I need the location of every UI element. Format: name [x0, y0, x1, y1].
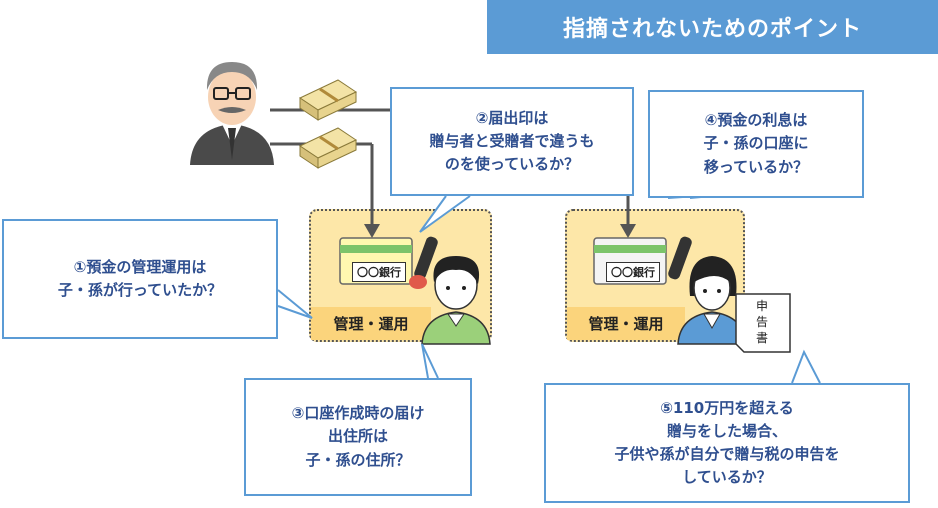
- grandfather-icon: [190, 62, 274, 165]
- callout-registered-seal: ②届出印は 贈与者と受贈者で違うも のを使っているか？: [390, 87, 634, 196]
- tax-return-label: 申告書: [755, 299, 768, 345]
- callout-interest-transfer: ④預金の利息は 子・孫の口座に 移っているか？: [648, 90, 864, 198]
- arrow-head-right: [620, 224, 636, 238]
- arrow-head-left: [364, 224, 380, 238]
- left-management-label: 管理・運用: [311, 307, 431, 340]
- tax-return-document-icon: [735, 293, 791, 353]
- young-woman-icon: [677, 256, 747, 345]
- seal-icon: [668, 236, 692, 280]
- callout-gift-tax-return: ⑤110万円を超える 贈与をした場合、 子供や孫が自分で贈与税の申告を している…: [544, 383, 910, 503]
- callout-tails: [277, 191, 821, 384]
- money-bundle-icon: [298, 79, 358, 169]
- page-title: 指摘されないためのポイント: [487, 0, 938, 54]
- callout-account-management: ①預金の管理運用は 子・孫が行っていたか？: [2, 219, 278, 339]
- passbook-bank-label-right: 〇〇銀行: [606, 262, 660, 282]
- young-man-icon: [421, 256, 491, 345]
- right-management-label: 管理・運用: [567, 307, 685, 340]
- seal-icon: [409, 236, 438, 289]
- callout-registered-address: ③口座作成時の届け 出住所は 子・孫の住所？: [244, 378, 472, 496]
- passbook-bank-label-left: 〇〇銀行: [352, 262, 406, 282]
